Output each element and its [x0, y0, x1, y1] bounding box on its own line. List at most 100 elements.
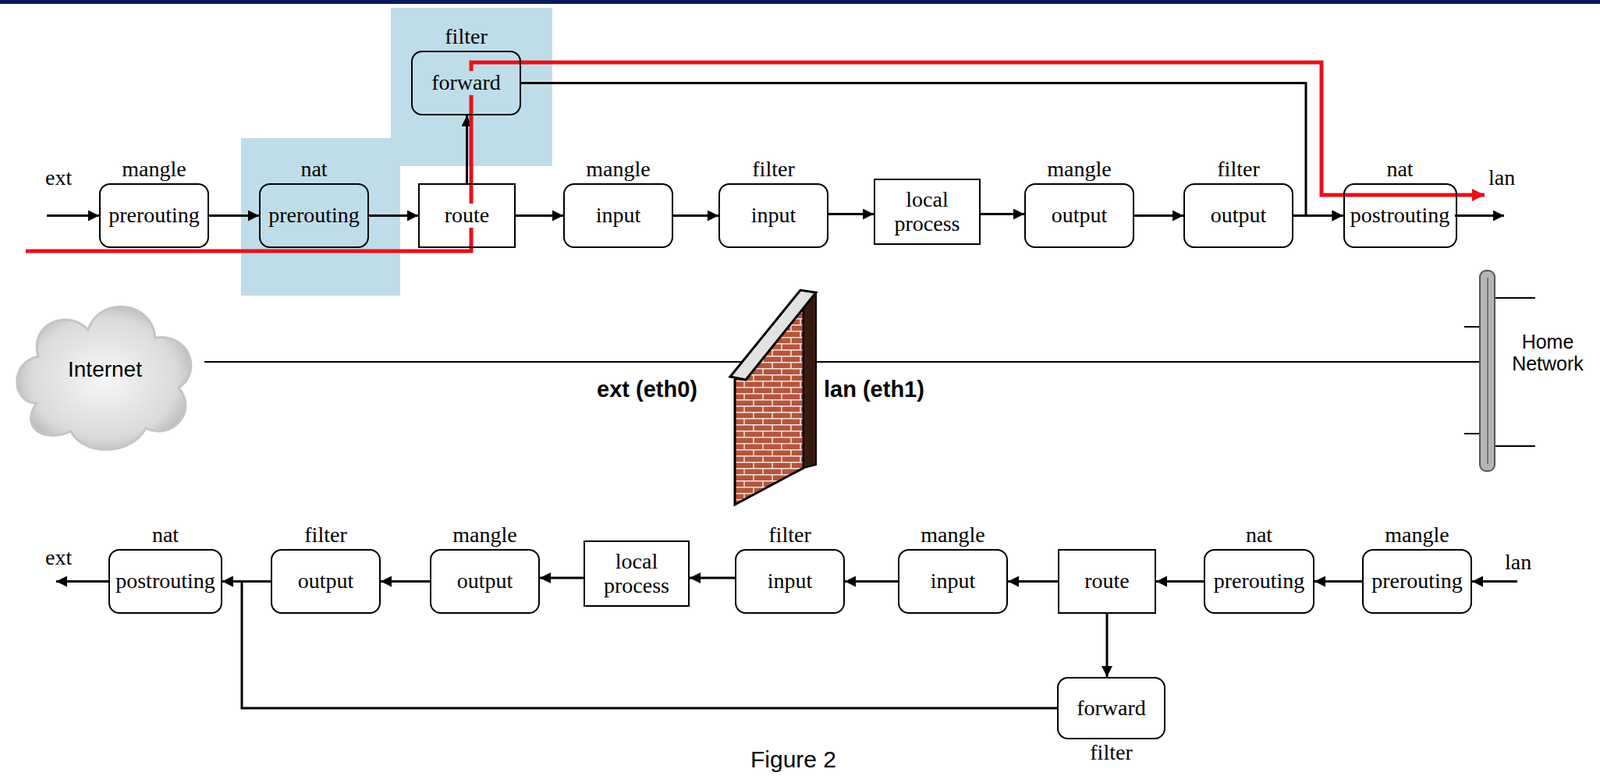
- connector-arrow: [844, 580, 898, 583]
- table-heading: nat: [152, 523, 179, 548]
- chain-label: input: [594, 203, 643, 228]
- chain-box: mangleprerouting: [1362, 549, 1473, 614]
- network-bus: [1479, 270, 1495, 472]
- table-heading: filter: [444, 24, 487, 50]
- chain-label: prerouting: [106, 203, 202, 228]
- firewall-side: [803, 293, 816, 469]
- chain-label: Internet: [66, 358, 144, 383]
- connector-arrow: [1156, 580, 1204, 583]
- ingress-arrow: [1472, 580, 1518, 583]
- connector-arrow: [209, 214, 259, 217]
- connector-arrow: [539, 577, 584, 580]
- interface-label: ext: [45, 166, 72, 191]
- chain-label: output: [455, 569, 515, 594]
- chain-box: filteroutput: [1183, 183, 1294, 249]
- chain-label: route: [443, 203, 492, 228]
- table-heading: mangle: [1384, 523, 1449, 548]
- top-bar: [0, 0, 1600, 4]
- cloud-node: Internet: [5, 270, 205, 470]
- network-bus-line: [1486, 277, 1489, 465]
- connector-arrow: [828, 212, 874, 216]
- table-heading: nat: [1245, 523, 1273, 548]
- interface-label: ext: [45, 546, 72, 571]
- table-heading: nat: [1386, 157, 1413, 182]
- table-heading: mangle: [920, 523, 985, 548]
- table-heading: nat: [300, 157, 327, 182]
- cloud-outline: [17, 306, 192, 450]
- egress-arrow: [56, 580, 110, 583]
- connector-arrow: [1134, 214, 1184, 217]
- process-box: local process: [873, 178, 981, 245]
- chain-label: input: [749, 203, 799, 228]
- process-box: route: [1057, 549, 1157, 614]
- connector-arrow: [673, 214, 719, 217]
- chain-box: mangleprerouting: [99, 183, 210, 249]
- connector-arrow: [689, 577, 735, 580]
- chain-label: forward: [429, 70, 503, 96]
- chain-label: output: [296, 569, 356, 594]
- connector-arrow: [980, 212, 1025, 216]
- interface-label: lan: [1504, 550, 1532, 575]
- table-heading: filter: [304, 523, 347, 548]
- table-heading: filter: [1089, 741, 1132, 766]
- connector-arrow: [465, 115, 469, 184]
- chain-label: forward: [1074, 696, 1148, 721]
- chain-label: postrouting: [113, 569, 217, 594]
- connector-arrow: [368, 214, 419, 217]
- chain-label: input: [929, 569, 978, 594]
- packet-path-line: [25, 62, 1485, 252]
- interface-name: ext (eth0): [596, 377, 698, 403]
- chain-box: mangleinput: [897, 549, 1008, 614]
- chain-label: route: [1082, 569, 1132, 594]
- chain-box: natprerouting: [1203, 549, 1315, 614]
- chain-label: prerouting: [1212, 569, 1307, 594]
- connector-arrow: [515, 214, 564, 217]
- network-label: Home Network: [1504, 331, 1592, 375]
- chain-box: mangleoutput: [429, 549, 540, 614]
- network-line: [204, 361, 1480, 363]
- interface-label: lan: [1488, 166, 1515, 191]
- process-box: route: [418, 183, 516, 249]
- chain-box: mangleinput: [563, 183, 674, 249]
- chain-box: forwardfilter: [1057, 677, 1166, 740]
- chain-label: output: [1050, 203, 1110, 228]
- process-box: local process: [583, 540, 690, 607]
- chain-box: filterinput: [718, 183, 829, 249]
- table-heading: mangle: [585, 157, 650, 182]
- chain-box: filteroutput: [270, 549, 381, 614]
- chain-label: postrouting: [1348, 203, 1452, 228]
- chain-label: output: [1209, 203, 1269, 228]
- interface-name: lan (eth1): [823, 377, 925, 403]
- chain-label: prerouting: [1369, 569, 1465, 594]
- ingress-arrow: [46, 214, 100, 217]
- connector-arrow: [1314, 580, 1363, 583]
- table-heading: mangle: [121, 157, 186, 182]
- chain-label: input: [766, 569, 815, 594]
- egress-arrow: [1454, 214, 1505, 217]
- connector-arrow: [222, 581, 1058, 710]
- table-heading: filter: [1216, 157, 1260, 182]
- chain-label: local process: [875, 188, 980, 237]
- figure-caption: Figure 2: [750, 746, 837, 773]
- chain-label: prerouting: [266, 203, 362, 228]
- table-heading: mangle: [1046, 157, 1111, 182]
- chain-box: mangleoutput: [1024, 183, 1135, 249]
- table-heading: filter: [752, 157, 795, 182]
- chain-box: natpostrouting: [108, 549, 223, 614]
- chain-box: filterinput: [734, 549, 845, 614]
- table-heading: filter: [768, 523, 811, 548]
- chain-label: local process: [585, 549, 689, 599]
- connector-arrow: [380, 580, 430, 583]
- connector-arrow: [1007, 580, 1058, 583]
- chain-box: filterforward: [411, 50, 522, 116]
- connector-arrow: [1106, 613, 1109, 678]
- chain-box: natprerouting: [258, 183, 369, 249]
- chain-box: natpostrouting: [1343, 183, 1458, 249]
- table-heading: mangle: [452, 523, 517, 548]
- firewall-cap: [730, 290, 816, 380]
